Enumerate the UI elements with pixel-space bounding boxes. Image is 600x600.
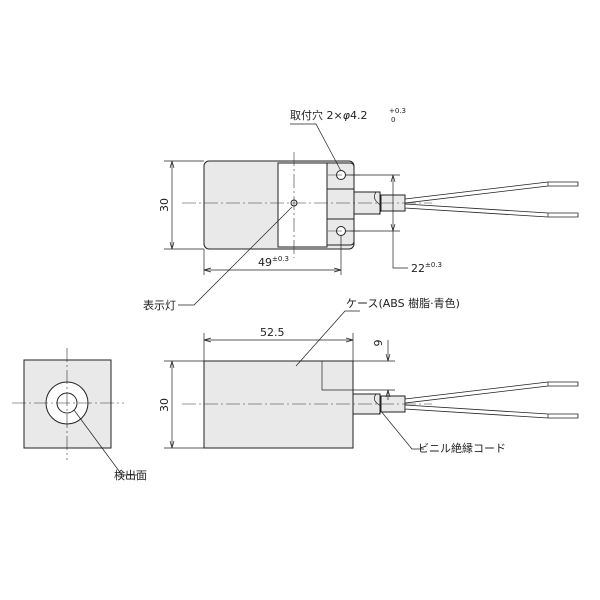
label-sensing-surface: 検出面 <box>114 468 147 482</box>
side-body <box>203 360 354 449</box>
label-mounting-hole: 取付穴 2×φ4.2 <box>290 108 367 122</box>
wire-upper <box>404 181 579 204</box>
side-view: 52.5 9 30 ケース(ABS 樹脂·青色) ビニル絶縁コード <box>158 296 579 455</box>
label-indicator-lamp: 表示灯 <box>143 298 176 312</box>
side-wire-lower <box>404 404 579 419</box>
mounting-hole-tol-upper: +0.3 <box>389 107 406 115</box>
side-wire-upper <box>404 381 579 404</box>
top-view: 30 49±0.3 22±0.3 取付穴 2×φ4.2 +0.3 0 表示灯 <box>143 107 579 312</box>
dim-step-side: 9 <box>372 340 385 347</box>
dim-height-top: 30 <box>158 198 171 212</box>
label-case: ケース(ABS 樹脂·青色) <box>346 296 460 310</box>
front-view: 検出面 <box>12 348 147 482</box>
label-vinyl-cord: ビニル絶縁コード <box>418 441 506 455</box>
dim-hole-pitch: 22±0.3 <box>411 261 442 275</box>
wire-lower <box>404 203 579 218</box>
side-step <box>321 361 353 391</box>
indicator-window <box>277 162 328 248</box>
dim-length-side: 52.5 <box>260 326 285 339</box>
dim-width-top: 49±0.3 <box>258 255 289 269</box>
mounting-hole-tol-lower: 0 <box>391 116 395 124</box>
dim-height-side: 30 <box>158 398 171 412</box>
